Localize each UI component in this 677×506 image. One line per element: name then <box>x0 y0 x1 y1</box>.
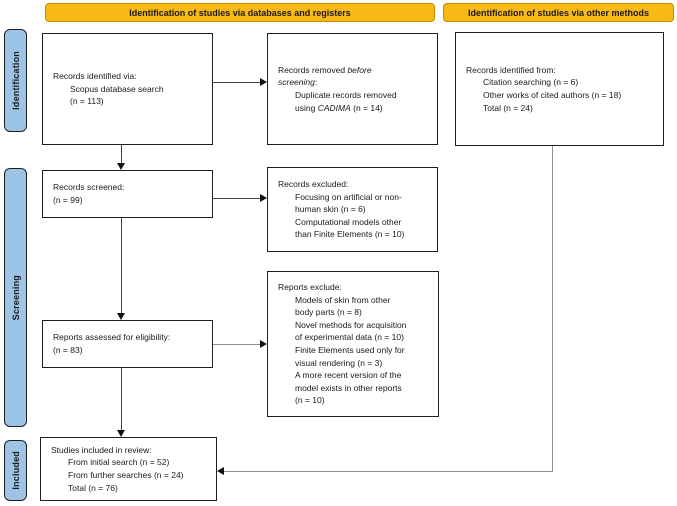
text-line: screening: <box>278 77 318 88</box>
arrowhead-icon <box>117 430 125 437</box>
box-records-excluded: Records excluded: Focusing on artificial… <box>267 167 438 252</box>
sidebar-label-screening: Screening <box>4 168 27 427</box>
box-records-identified: Records identified via: Scopus database … <box>42 33 213 145</box>
text-line: From initial search (n = 52) <box>68 457 170 468</box>
text-line: body parts (n = 8) <box>295 307 362 318</box>
arrow-screened-to-assessed <box>121 218 122 313</box>
text-line: Finite Elements used only for <box>295 345 405 355</box>
text-line: model exists in other reports <box>295 382 402 393</box>
text-line: Reports exclude: <box>278 282 342 293</box>
arrowhead-icon <box>117 313 125 320</box>
connector-other-methods-to-included <box>224 471 553 472</box>
text-line: Records excluded: <box>278 179 349 190</box>
arrowhead-icon <box>217 467 224 475</box>
text-line: Total (n = 24) <box>483 102 533 113</box>
text-line: Records screened: <box>53 182 125 193</box>
identification-label: Identification <box>10 51 21 110</box>
arrowhead-icon <box>260 340 267 348</box>
sidebar-label-included: Included <box>4 440 27 501</box>
text-line: Total (n = 76) <box>68 482 118 493</box>
header-databases-registers: Identification of studies via databases … <box>45 3 435 22</box>
sidebar-label-identification: Identification <box>4 29 27 132</box>
box-records-screened: Records screened: (n = 99) <box>42 170 213 218</box>
text-line: Records identified via: <box>53 71 137 82</box>
text-line: Duplicate records removed <box>295 90 397 100</box>
text-line: Reports assessed for eligibility: <box>53 332 171 343</box>
box-reports-excluded: Reports exclude: Models of skin from oth… <box>267 271 439 417</box>
text-line: (n = 99) <box>53 195 83 205</box>
text-line: Records identified from: <box>466 64 556 75</box>
text-line: than Finite Elements (n = 10) <box>295 229 405 240</box>
arrow-identified-to-screened <box>121 145 122 163</box>
text-line: (n = 83) <box>53 345 83 355</box>
connector-other-methods-vertical <box>552 146 553 471</box>
arrowhead-icon <box>260 78 267 86</box>
text-line: of experimental data (n = 10) <box>295 332 404 343</box>
arrow-assessed-to-included <box>121 368 122 430</box>
arrowhead-icon <box>117 163 125 170</box>
text-line: Computational models other <box>295 216 402 227</box>
text-line: A more recent version of the <box>295 370 402 381</box>
text-line: Focusing on artificial or non- <box>295 191 402 202</box>
arrow-screened-to-excluded <box>213 198 260 199</box>
text-line: Other works of cited authors (n = 18) <box>483 90 622 100</box>
box-studies-included: Studies included in review: From initial… <box>40 437 217 501</box>
screening-label: Screening <box>10 274 21 321</box>
text-line: (n = 10) <box>295 395 325 406</box>
text-line: Studies included in review: <box>51 444 152 455</box>
arrow-identified-to-removed <box>213 82 260 83</box>
box-reports-assessed: Reports assessed for eligibility: (n = 8… <box>42 320 213 368</box>
text-line: using CADIMA (n = 14) <box>295 102 383 113</box>
arrowhead-icon <box>260 194 267 202</box>
box-records-removed: Records removed before screening: Duplic… <box>267 33 438 145</box>
text-line: Scopus database search <box>70 83 164 94</box>
arrow-assessed-to-reports-excluded <box>213 344 260 345</box>
text-line: Citation searching (n = 6) <box>483 77 579 88</box>
header-other-methods: Identification of studies via other meth… <box>443 3 674 22</box>
included-label: Included <box>10 451 21 490</box>
text-line: (n = 113) <box>70 96 104 107</box>
text-line: Models of skin from other <box>295 294 391 305</box>
text-line: Records removed before <box>278 64 372 75</box>
text-line: Novel methods for acquisition <box>295 319 407 330</box>
box-records-other-methods: Records identified from: Citation search… <box>455 32 664 146</box>
text-line: human skin (n = 6) <box>295 204 366 215</box>
text-line: visual rendering (n = 3) <box>295 357 383 368</box>
text-line: From further searches (n = 24) <box>68 470 184 480</box>
